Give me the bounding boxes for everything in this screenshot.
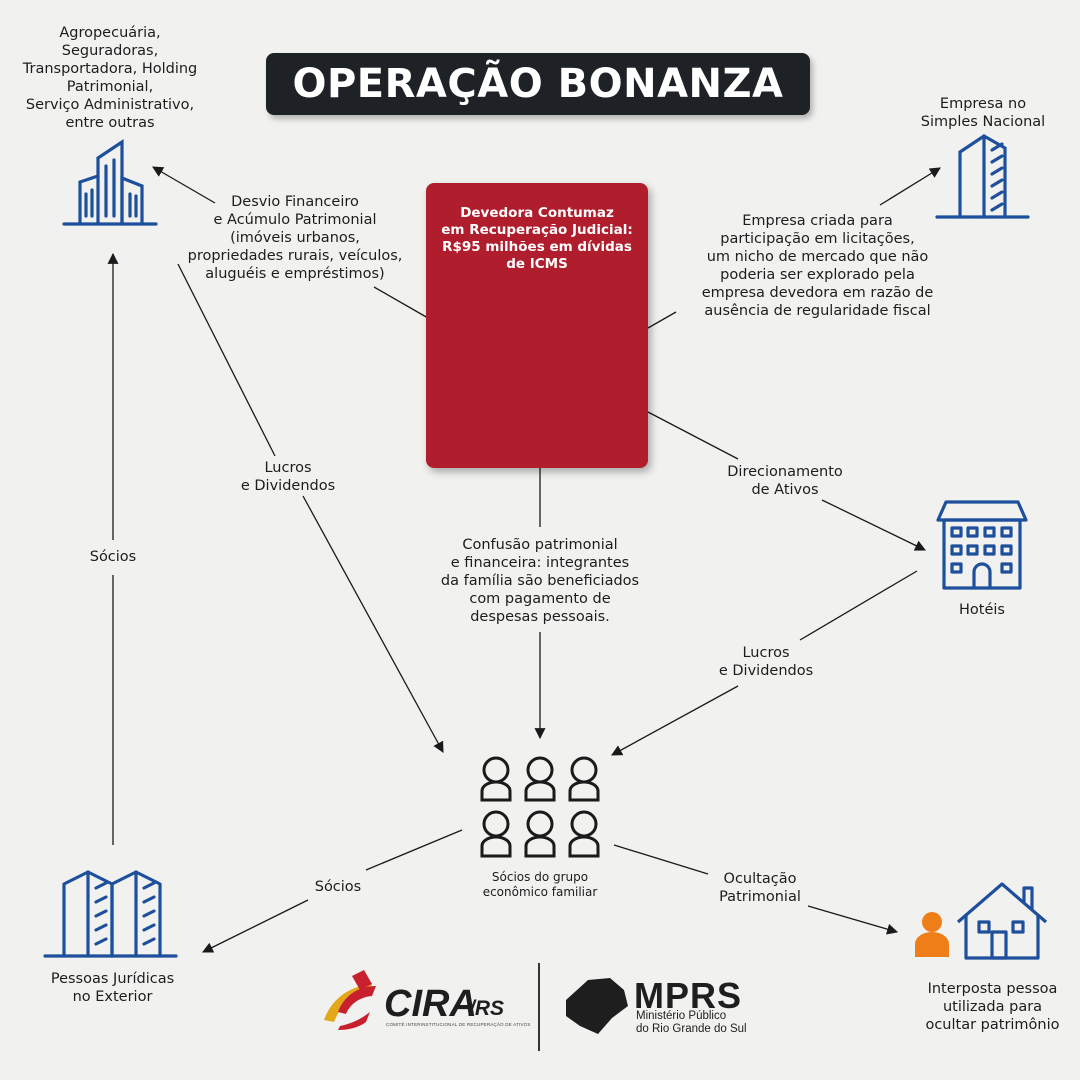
- center-line-3: R$95 milhões em dívidas: [442, 239, 632, 255]
- node-nominee-label: Interposta pessoa utilizada para ocultar…: [925, 981, 1060, 1033]
- edge-lucros-right-label: Lucros e Dividendos: [718, 645, 814, 679]
- hotel-icon: [936, 500, 1028, 590]
- page-title: OPERAÇÃO BONANZA: [292, 61, 784, 107]
- center-line-2: em Recuperação Judicial:: [441, 222, 633, 238]
- cira-tagline: COMITÊ INTERINSTITUCIONAL DE RECUPERAÇÃO…: [386, 1022, 531, 1027]
- cira-logo-text: CIRA: [384, 983, 477, 1025]
- abroad-buildings-icon: [43, 870, 178, 958]
- center-line-1: Devedora Contumaz: [460, 205, 614, 221]
- node-hotels-label: Hotéis: [959, 602, 1005, 618]
- mprs-subtitle: Ministério Público do Rio Grande do Sul: [636, 1010, 747, 1035]
- center-debtor-label: Devedora Contumaz em Recuperação Judicia…: [426, 205, 648, 273]
- edge-direcionamento-to-hotels: [647, 411, 926, 551]
- logo-divider: [538, 963, 540, 1051]
- edge-lucros-left-to-family: [177, 263, 444, 753]
- edge-confusao-label: Confusão patrimonial e financeira: integ…: [440, 537, 640, 625]
- nominee-person-icon: [915, 912, 949, 957]
- edge-ocultacao-label: Ocultação Patrimonial: [719, 871, 801, 905]
- cira-logo-mark: [324, 970, 376, 1030]
- cira-logo-rs: /RS: [469, 997, 505, 1020]
- center-debtor-card: Devedora Contumaz em Recuperação Judicia…: [426, 183, 648, 468]
- edge-lucros-left-label: Lucros e Dividendos: [240, 460, 336, 494]
- title-banner: OPERAÇÃO BONANZA: [266, 53, 810, 115]
- center-line-4: de ICMS: [506, 256, 568, 272]
- edge-socios-bottom-label: Sócios: [314, 879, 362, 895]
- edge-licitacoes-to-simples: [647, 167, 941, 329]
- node-simples-label: Empresa no Simples Nacional: [920, 96, 1046, 130]
- simples-building-icon: [935, 134, 1030, 219]
- mprs-logo-text: MPRS: [634, 975, 743, 1016]
- family-group-icon: [480, 756, 600, 858]
- house-icon: [956, 882, 1048, 960]
- edge-socios-to-abroad: [202, 829, 463, 953]
- edge-desvio-to-companies: [152, 166, 429, 319]
- edge-ocultacao-to-nominee: [613, 844, 899, 935]
- edge-desvio-label: Desvio Financeiro e Acúmulo Patrimonial …: [187, 194, 403, 282]
- node-companies-label: Agropecuária, Seguradoras, Transportador…: [22, 25, 198, 131]
- node-family-label: Sócios do grupo econômico familiar: [482, 870, 598, 899]
- companies-building-icon: [62, 139, 158, 226]
- node-abroad-label: Pessoas Jurídicas no Exterior: [50, 971, 175, 1005]
- mprs-logo-mark: [566, 978, 628, 1034]
- edge-licitacoes-label: Empresa criada para participação em lici…: [701, 213, 934, 319]
- edge-direcionamento-label: Direcionamento de Ativos: [727, 464, 843, 498]
- edge-lucros-right-to-family: [611, 570, 918, 756]
- edge-socios-left-label: Sócios: [89, 549, 137, 565]
